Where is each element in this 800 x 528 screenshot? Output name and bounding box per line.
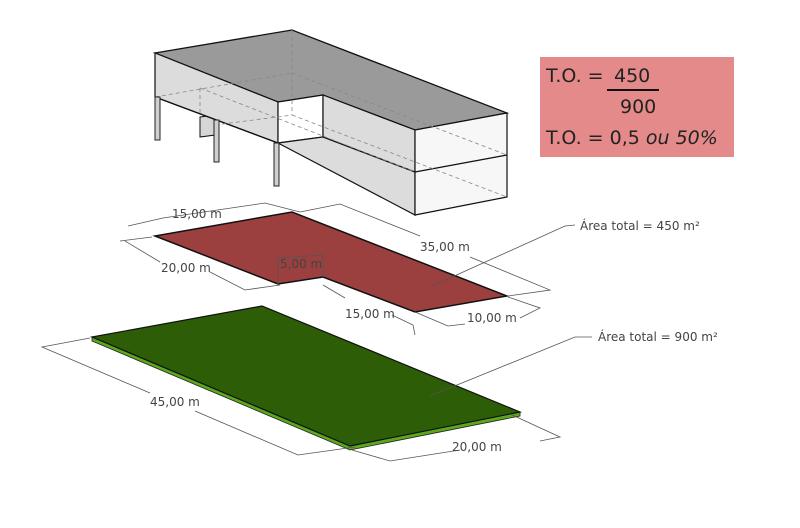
pillar xyxy=(273,142,280,187)
dimension-label: 15,00 m xyxy=(345,307,395,321)
area-label-footprint: Área total = 450 m² xyxy=(580,218,700,233)
pillar xyxy=(213,119,220,163)
footprint-dimension-lines xyxy=(119,202,552,336)
pillar xyxy=(154,96,161,141)
formula-numerator: 450 xyxy=(614,65,651,87)
occupancy-rate-formula: T.O. = 450 900 T.O. = 0,5 ou 50% xyxy=(540,57,734,157)
dimension-label: 10,00 m xyxy=(467,311,517,325)
building-3d xyxy=(152,29,510,216)
dimension-label: 15,00 m xyxy=(172,207,222,221)
dimension-label: 35,00 m xyxy=(420,240,470,254)
formula-line1-prefix: T.O. = xyxy=(546,65,604,87)
dimension-label: 45,00 m xyxy=(150,395,200,409)
dimension-label: 20,00 m xyxy=(452,440,502,454)
formula-line3-italic: ou 50% xyxy=(645,127,718,149)
front-wall xyxy=(276,94,416,216)
formula-denominator: 900 xyxy=(620,96,657,118)
lot-dimension-lines xyxy=(40,337,562,462)
leader-line xyxy=(429,336,592,397)
formula-line3: T.O. = 0,5 ou 50% xyxy=(546,127,718,149)
leader-line xyxy=(429,224,576,288)
lot xyxy=(89,305,523,447)
notch-wall xyxy=(277,94,324,144)
dimension-label: 5,00 m xyxy=(280,257,322,271)
formula-line3-prefix: T.O. = 0,5 xyxy=(546,127,640,149)
area-label-lot: Área total = 900 m² xyxy=(598,329,718,344)
fraction-bar xyxy=(607,89,659,91)
dimension-label: 20,00 m xyxy=(161,261,211,275)
pillars xyxy=(154,96,280,187)
